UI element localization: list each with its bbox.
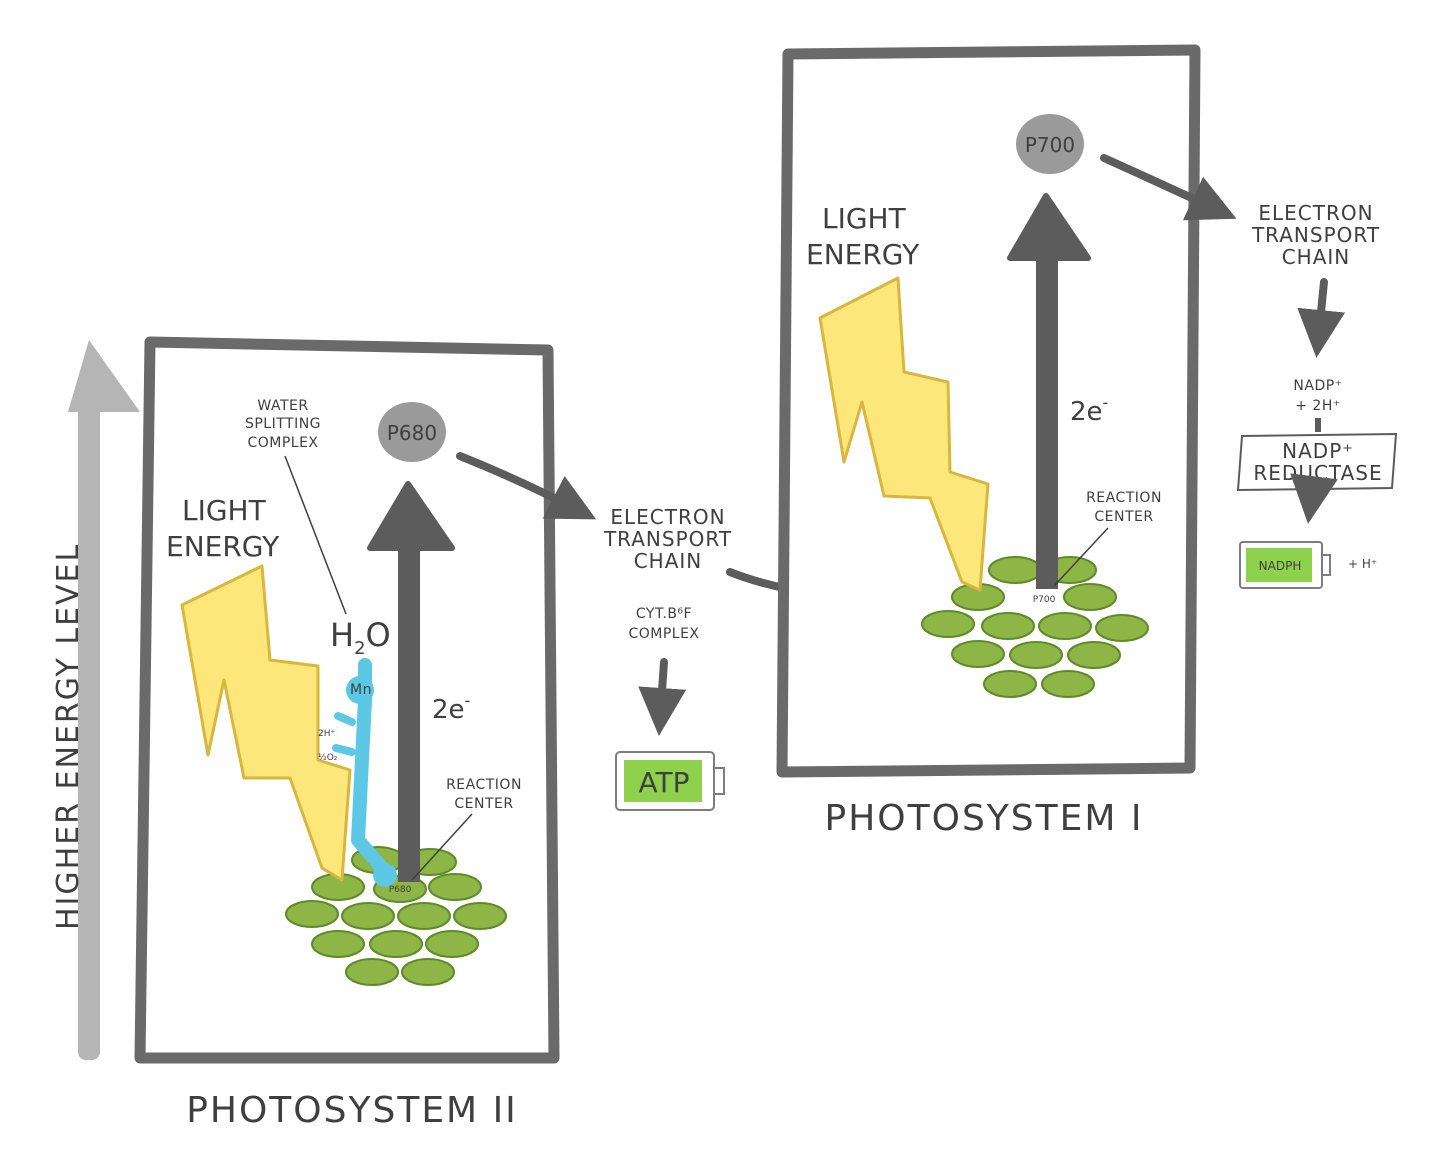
- nadph-battery-icon: [1239, 541, 1331, 589]
- proton-label: 2H⁺: [318, 729, 335, 739]
- ps2-light-energy-line1: LIGHT: [182, 494, 267, 527]
- h2o-label: H2O: [330, 616, 391, 659]
- water-complex-line1: WATER: [257, 398, 308, 414]
- ps1-electrons-value: 2e: [1070, 397, 1103, 427]
- water-complex-pointer: [284, 455, 347, 615]
- ps2-light-energy-line2: ENERGY: [166, 530, 280, 563]
- water-complex-line2: SPLITTING: [245, 416, 321, 432]
- ps1-lightning-bolt-icon: [818, 276, 990, 592]
- photosystem-i: P700 P700 LIGHT ENERGY 2e- REACTION CENT…: [776, 44, 1201, 839]
- ps2-electrons-sup: -: [465, 691, 471, 710]
- etc1-line1: ELECTRON: [610, 505, 725, 529]
- reductase-line1: NADP⁺: [1282, 439, 1354, 463]
- nadp-line2: + 2H⁺: [1295, 398, 1341, 414]
- energy-axis-label: HIGHER ENERGY LEVEL: [51, 543, 86, 930]
- ps1-chlorophyll-cluster: [921, 556, 1149, 698]
- nadp-reductase-box: [1236, 432, 1398, 492]
- etc2-line3: CHAIN: [1282, 245, 1351, 269]
- etc2-line1: ELECTRON: [1258, 201, 1373, 225]
- nadp-line1: NADP⁺: [1293, 378, 1342, 394]
- cyt-complex-line1: CYT.B⁶F: [636, 606, 692, 622]
- ps2-water-splitting-complex: [332, 658, 397, 887]
- h2o-h: H: [330, 616, 354, 654]
- ps1-light-energy-line2: ENERGY: [806, 238, 920, 271]
- ps1-title: PHOTOSYSTEM I: [825, 798, 1144, 839]
- p700-pigment: [1016, 114, 1084, 174]
- p700-to-etc-arrow: [1100, 154, 1237, 221]
- ps2-reaction-center-pointer: [411, 813, 473, 881]
- manganese-label: Mn: [350, 682, 372, 698]
- ps1-excitation-arrow: [1007, 193, 1091, 589]
- ps2-reaction-center-line1: REACTION: [446, 777, 522, 793]
- ps1-electrons-sup: -: [1103, 393, 1109, 412]
- ps1-reaction-center-line1: REACTION: [1086, 490, 1162, 506]
- p680-label: P680: [387, 421, 437, 445]
- etc1-line2: TRANSPORT: [603, 527, 732, 551]
- ps2-excitation-arrow: [367, 481, 455, 882]
- atp-label: ATP: [639, 766, 690, 799]
- reductase-line2: REDUCTASE: [1253, 461, 1382, 485]
- h2o-subscript: 2: [354, 638, 365, 659]
- etc2-down-arrow: [1297, 278, 1346, 358]
- reductase-down-arrow: [1290, 473, 1338, 524]
- photosystem-ii: Mn 2H⁺ ½O₂ P680 P680 LIGHT ENERGY WATER …: [134, 336, 560, 1131]
- p680-to-etc-arrow: [456, 452, 597, 520]
- ps2-electrons-label: 2e-: [432, 691, 470, 725]
- electron-transport-chain-2: ELECTRON TRANSPORT CHAIN NADP⁺ + 2H⁺ NAD…: [1100, 154, 1398, 589]
- water-complex-line3: COMPLEX: [247, 435, 318, 451]
- p680-small-label: P680: [389, 885, 412, 895]
- ps2-lightning-bolt-icon: [180, 564, 352, 882]
- etc1-line3: CHAIN: [634, 549, 703, 573]
- ps2-title: PHOTOSYSTEM II: [186, 1090, 518, 1131]
- ps2-reaction-center-line2: CENTER: [454, 796, 513, 812]
- etc1-to-atp-arrow: [638, 658, 687, 736]
- ps1-reaction-center-pointer: [1053, 527, 1109, 587]
- cyt-complex-line2: COMPLEX: [628, 626, 699, 642]
- oxygen-label: ½O₂: [318, 753, 338, 763]
- nadph-label: NADPH: [1259, 559, 1302, 573]
- p700-label: P700: [1025, 133, 1075, 157]
- atp-battery-icon: [615, 751, 725, 811]
- etc2-line2: TRANSPORT: [1251, 223, 1380, 247]
- plus-h-label: + H⁺: [1348, 557, 1377, 571]
- h2o-o: O: [366, 616, 391, 654]
- ps1-light-energy-line1: LIGHT: [822, 202, 907, 235]
- ps1-reaction-center-line2: CENTER: [1094, 509, 1153, 525]
- p680-pigment: [378, 402, 446, 462]
- p700-small-label: P700: [1033, 595, 1056, 605]
- ps1-electrons-label: 2e-: [1070, 393, 1108, 427]
- energy-axis: HIGHER ENERGY LEVEL: [51, 340, 140, 1060]
- ps2-electrons-value: 2e: [432, 695, 465, 725]
